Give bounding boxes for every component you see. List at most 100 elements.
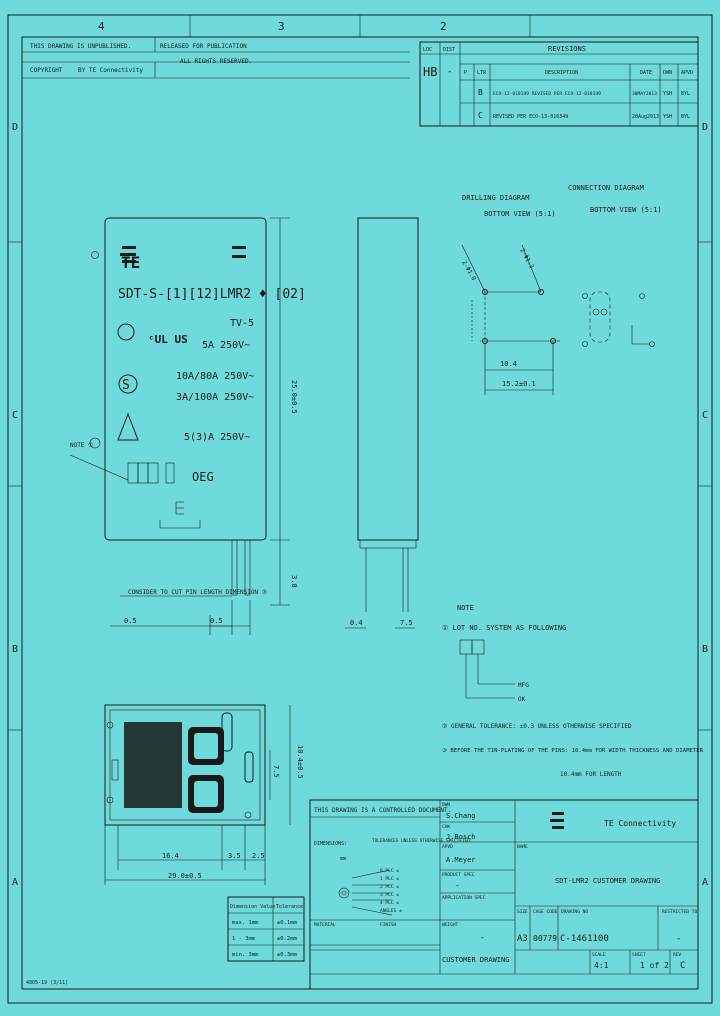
relay-height-dim: 25.0±0.5 [290, 380, 298, 414]
revision-c-dwn: YSH [663, 114, 672, 120]
revision-b-dwn: YSH [663, 91, 672, 97]
title-scale-label: SCALE [592, 952, 606, 958]
connection-title: CONNECTION DIAGRAM [568, 184, 644, 192]
relay-front-view [69, 217, 290, 635]
relay-bottom-view [104, 704, 291, 885]
revisions-col-date: DATE [640, 70, 652, 76]
header-by: BY TE Connectivity [78, 67, 143, 74]
revision-b-date: 30MAY2013 [632, 91, 657, 97]
lot-label-b: OK [518, 696, 526, 703]
title-controlled: THIS DRAWING IS A CONTROLLED DOCUMENT. [314, 807, 451, 814]
zone-left-c: C [12, 410, 18, 421]
header-release: RELEASED FOR PUBLICATION [160, 43, 247, 50]
title-name: SDT-LMR2 CUSTOMER DRAWING [555, 877, 660, 885]
title-product-spec: PRODUCT SPEC [442, 872, 475, 878]
bottom-dim-d: 29.0±0.5 [168, 872, 202, 880]
title-place-4: 4 PLC ± [380, 900, 399, 906]
relay-rating2b: 3A/100A 250V~ [176, 392, 254, 403]
side-dim-b: 7.5 [400, 619, 413, 627]
lot-number-boxes [459, 639, 515, 699]
revision-c-date: 20Aug2013 [632, 114, 659, 120]
header-block [22, 37, 410, 79]
revision-b-desc: ECO-12-018149 REVISED PER ECO-12-018149 [493, 91, 601, 97]
title-dwn: S.Chang [446, 812, 476, 820]
drilling-title: DRILLING DIAGRAM [462, 194, 529, 202]
title-cage: 00779 [533, 934, 557, 943]
title-scale: 4:1 [594, 961, 609, 970]
header-rights: ALL RIGHTS RESERVED. [180, 58, 252, 65]
bottom-dim-b: 3.5 [228, 852, 241, 860]
title-name-label: NAME [517, 844, 528, 850]
title-restricted: - [676, 934, 681, 944]
title-angles: ANGLES ± [380, 908, 402, 914]
revision-b-ltr: B [478, 88, 483, 97]
tolerance-r1-a: max. 1mm [232, 920, 259, 926]
revisions-col-ltr: LTR [477, 70, 487, 76]
tolerance-r1-b: ±0.1mm [277, 920, 298, 926]
title-sheet-label: SHEET [632, 952, 646, 958]
relay-model: SDT-S-[1][12]LMR2 ♦ [02] [118, 287, 306, 302]
relay-rating2a: 10A/80A 250V~ [176, 371, 254, 382]
title-dwg-no: C-1461100 [560, 934, 609, 944]
title-finish: FINISH [380, 922, 397, 928]
revisions-col-p: P [464, 70, 467, 76]
note-3b: 10.4mm FOR LENGTH [560, 771, 622, 778]
relay-pin-thickness: 0.5 [210, 617, 223, 625]
title-tolerances: TOLERANCES UNLESS OTHERWISE SPECIFIED: [372, 838, 472, 844]
zone-ticks [8, 15, 712, 731]
relay-brand: TE [121, 253, 140, 272]
title-place-3: 3 PLC ± [380, 892, 399, 898]
ul-mark: ᶜUL US [148, 333, 188, 346]
bottom-dim-c: 2.5 [252, 852, 265, 860]
notes-title: NOTE [457, 604, 474, 612]
revisions-dist: - [447, 67, 452, 77]
relay-side-view [345, 217, 419, 629]
connection-view: BOTTOM VIEW (5:1) [590, 206, 662, 214]
zone-top-2: 2 [440, 20, 447, 33]
revisions-table [419, 41, 699, 127]
zone-right-b: B [702, 644, 708, 655]
title-rev: C [680, 961, 685, 971]
title-material: MATERIAL [314, 922, 336, 928]
title-size: A3 [517, 934, 528, 944]
title-chk-label: CHK [442, 824, 450, 830]
tolerance-table [227, 896, 305, 962]
title-weight: WEIGHT [442, 922, 459, 928]
title-customer: CUSTOMER DRAWING [442, 956, 509, 964]
note-1: ① LOT NO. SYSTEM AS FOLLOWING [442, 624, 566, 632]
note-2: ② GENERAL TOLERANCE: ±0.3 UNLESS OTHERWI… [442, 723, 632, 730]
title-block [309, 799, 699, 990]
title-dwn-label: DWN [442, 802, 450, 808]
title-dwg-label: DRAWING NO [561, 909, 588, 915]
title-dimensions: DIMENSIONS: [314, 841, 347, 847]
revisions-loc-label: LOC [423, 47, 432, 53]
tolerance-r2-b: ±0.2mm [277, 936, 298, 942]
note-3a: ③ BEFORE THE TIN-PLATING OF THE PINS: 10… [442, 747, 704, 754]
s-mark: S [122, 378, 130, 393]
zone-right-d: D [702, 122, 708, 133]
drilling-view: BOTTOM VIEW (5:1) [484, 210, 556, 218]
zone-left-a: A [12, 877, 18, 888]
relay-pin-width: 0.5 [124, 617, 137, 625]
revisions-col-apvd: APVD [681, 70, 693, 76]
relay-rating3: 5(3)A 250V~ [184, 432, 250, 443]
title-dash-a: - [455, 881, 460, 890]
zone-right-c: C [702, 410, 708, 421]
title-rev-label: REV [673, 952, 681, 958]
title-mm: mm [340, 856, 346, 862]
revisions-col-dwn: DWN [663, 70, 672, 76]
title-company: TE Connectivity [604, 819, 676, 828]
drilling-dim-a: 10.4 [500, 360, 517, 368]
bottom-dim-a: 16.4 [162, 852, 179, 860]
title-application-spec: APPLICATION SPEC [442, 895, 486, 901]
drilling-dim-b: 15.2±0.1 [502, 380, 536, 388]
tolerance-r2-a: 1 - 3mm [232, 936, 256, 942]
relay-rating1: 5A 250V~ [202, 340, 250, 351]
tolerance-r3-b: ±0.3mm [277, 952, 298, 958]
title-restricted-label: RESTRICTED TO [662, 909, 698, 915]
title-dash-b: - [480, 933, 485, 942]
zone-top-3: 3 [278, 20, 285, 33]
title-place-0: 0 PLC ± [380, 868, 399, 874]
